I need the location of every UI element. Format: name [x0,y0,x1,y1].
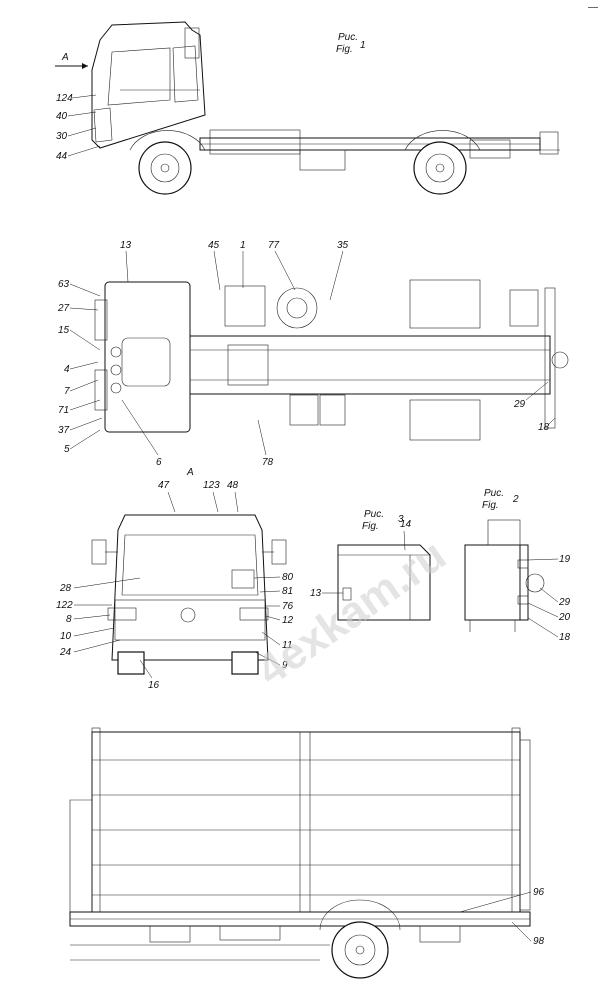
side-view-labels: 124 40 30 44 [56,93,101,162]
label-47: 47 [158,480,170,491]
figure-3-detail: Рис. Fig. 3 14 13 [310,509,431,621]
label-71: 71 [58,405,69,416]
front-view-labels: A 47 123 48 28 122 8 10 24 16 80 81 76 1… [56,467,294,691]
label-19: 19 [559,554,571,565]
figure-2-detail: Рис. Fig. 2 19 29 20 18 [464,488,571,643]
svg-text:3: 3 [398,514,404,525]
label-1: 1 [240,240,246,251]
label-13: 13 [120,240,132,251]
label-30: 30 [56,131,68,142]
top-view-chassis [94,279,569,441]
label-11: 11 [282,640,292,651]
label-29-fig2: 29 [558,597,571,608]
label-8: 8 [66,614,72,625]
svg-text:Fig.: Fig. [336,44,353,55]
label-15: 15 [58,325,70,336]
label-14: 14 [400,519,412,530]
top-view-labels: 13 45 1 77 35 63 27 15 4 7 71 37 5 6 78 … [57,240,556,468]
label-78: 78 [262,457,274,468]
label-98: 98 [533,936,545,947]
label-5: 5 [64,444,70,455]
label-20: 20 [558,612,571,623]
label-6: 6 [156,457,162,468]
label-18-fig2: 18 [559,632,571,643]
svg-text:A: A [61,52,69,63]
label-37: 37 [58,425,70,436]
svg-text:Fig.: Fig. [362,521,379,532]
body-view-labels: 96 98 [459,887,545,947]
label-7: 7 [64,386,70,397]
label-18: 18 [538,422,550,433]
label-35: 35 [337,240,349,251]
svg-text:Рис.: Рис. [338,32,358,43]
label-4: 4 [64,364,70,375]
svg-text:1: 1 [360,40,366,51]
svg-text:2: 2 [512,494,519,505]
svg-text:Рис.: Рис. [364,509,384,520]
label-12: 12 [282,615,294,626]
label-81: 81 [282,586,293,597]
label-63: 63 [58,279,70,290]
side-view-chassis [91,21,560,195]
label-123: 123 [203,480,220,491]
label-76: 76 [282,601,294,612]
front-view-title: A [186,467,194,478]
label-80: 80 [282,572,294,583]
label-48: 48 [227,480,239,491]
label-10: 10 [60,631,72,642]
label-16: 16 [148,680,160,691]
label-28: 28 [59,583,72,594]
view-arrow-a: A [55,52,88,69]
label-27: 27 [57,303,70,314]
label-13-fig3: 13 [310,588,322,599]
label-40: 40 [56,111,68,122]
body-side-view [69,727,531,979]
svg-text:Рис.: Рис. [484,488,504,499]
corner-mark: — [587,2,599,13]
svg-text:Fig.: Fig. [482,500,499,511]
label-122: 122 [56,600,73,611]
figure-1-caption: Рис. Fig. 1 [336,32,366,55]
label-124: 124 [56,93,73,104]
label-45: 45 [208,240,220,251]
label-24: 24 [59,647,72,658]
label-9: 9 [282,660,288,671]
label-29: 29 [513,399,526,410]
label-44: 44 [56,151,68,162]
label-96: 96 [533,887,545,898]
front-view-cab [91,514,287,675]
label-77: 77 [268,240,280,251]
